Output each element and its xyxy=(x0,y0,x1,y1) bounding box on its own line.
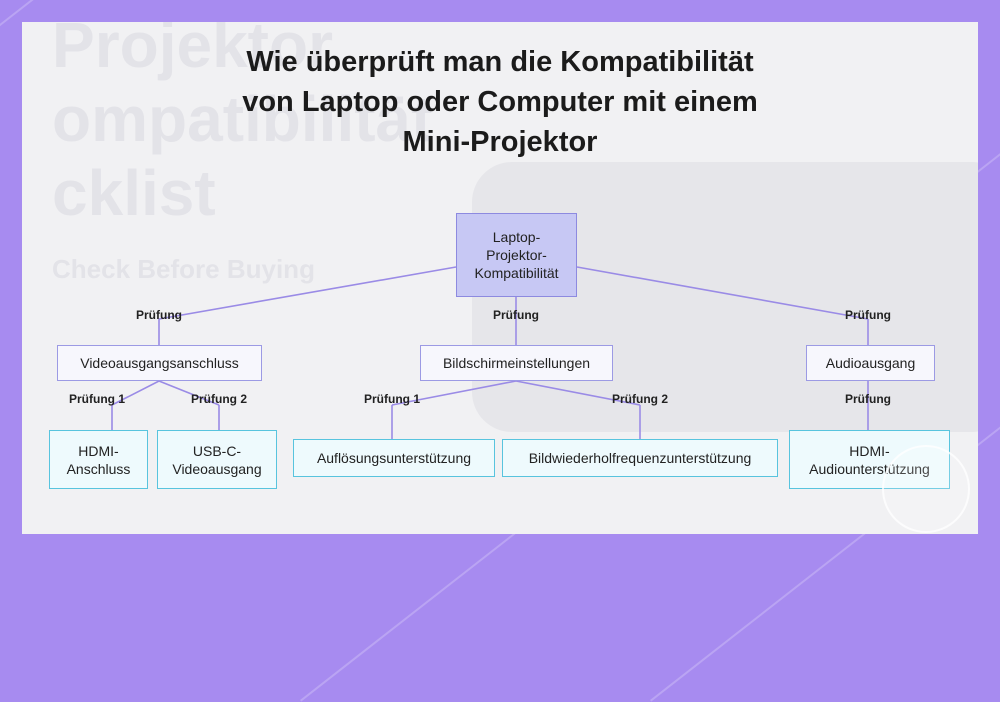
edge-label: Prüfung 2 xyxy=(612,392,668,406)
connector-screen-resolution xyxy=(391,380,517,406)
leaf-label-line: HDMI- xyxy=(78,442,119,459)
node-bildschirmeinstellungen: Bildschirmeinstellungen xyxy=(420,345,613,381)
leaf-aufloesungsunterstuetzung: Auflösungsunterstützung xyxy=(293,439,495,477)
background-image xyxy=(472,162,978,432)
root-node-line: Kompatibilität xyxy=(474,265,559,281)
title-line: Wie überprüft man die Kompatibilität xyxy=(246,46,754,78)
watermark-logo xyxy=(882,445,970,533)
edge-label: Prüfung 1 xyxy=(69,392,125,406)
leaf-label-line: Auflösungsunterstützung xyxy=(316,450,472,466)
leaf-usb-c-videoausgang: USB-C- Videoausgang xyxy=(157,430,277,489)
node-audioausgang: Audioausgang xyxy=(806,345,935,381)
connector-root-audio xyxy=(576,266,869,320)
connector-lines xyxy=(111,266,869,439)
root-node-line: Projektor- xyxy=(486,247,547,263)
background-photo-text: Projektor xyxy=(52,22,333,81)
edge-label: Prüfung 1 xyxy=(364,392,420,406)
leaf-label-line: HDMI- xyxy=(849,442,890,459)
leaf-label-line: Anschluss xyxy=(66,460,131,477)
background-photo-text: ompatibilität xyxy=(52,83,433,155)
diagram-title: Wie überprüft man die Kompatibilität von… xyxy=(150,42,850,162)
leaf-bildwiederholfrequenzunterstuetzung: Bildwiederholfrequenzunterstützung xyxy=(502,439,778,477)
connector-screen-refresh xyxy=(515,380,641,406)
connector-root-video xyxy=(158,266,457,320)
leaf-label-line: USB-C- xyxy=(192,442,242,459)
connector-video-hdmi xyxy=(111,380,160,406)
title-line: von Laptop oder Computer mit einem xyxy=(242,86,758,118)
node-videoausgangsanschluss: Videoausgangsanschluss xyxy=(57,345,262,381)
title-line: Mini-Projektor xyxy=(402,126,598,158)
edge-label: Prüfung 2 xyxy=(191,392,247,406)
leaf-label-line: Videoausgang xyxy=(172,460,262,477)
node-label: Bildschirmeinstellungen xyxy=(442,355,591,371)
root-node-line: Laptop- xyxy=(492,229,541,245)
background-photo-text: cklist xyxy=(52,157,216,229)
edge-label: Prüfung xyxy=(845,392,891,406)
root-node: Laptop- Projektor- Kompatibilität xyxy=(456,213,577,297)
node-label: Videoausgangsanschluss xyxy=(80,355,239,371)
background-photo-text: Check Before Buying xyxy=(52,254,315,284)
edge-label: Prüfung xyxy=(493,308,539,322)
connector-video-usbc xyxy=(158,380,220,406)
edge-label: Prüfung xyxy=(845,308,891,322)
node-label: Audioausgang xyxy=(825,355,916,371)
leaf-hdmi-anschluss: HDMI- Anschluss xyxy=(49,430,148,489)
edge-label: Prüfung xyxy=(136,308,182,322)
leaf-label-line: Bildwiederholfrequenzunterstützung xyxy=(528,450,752,466)
